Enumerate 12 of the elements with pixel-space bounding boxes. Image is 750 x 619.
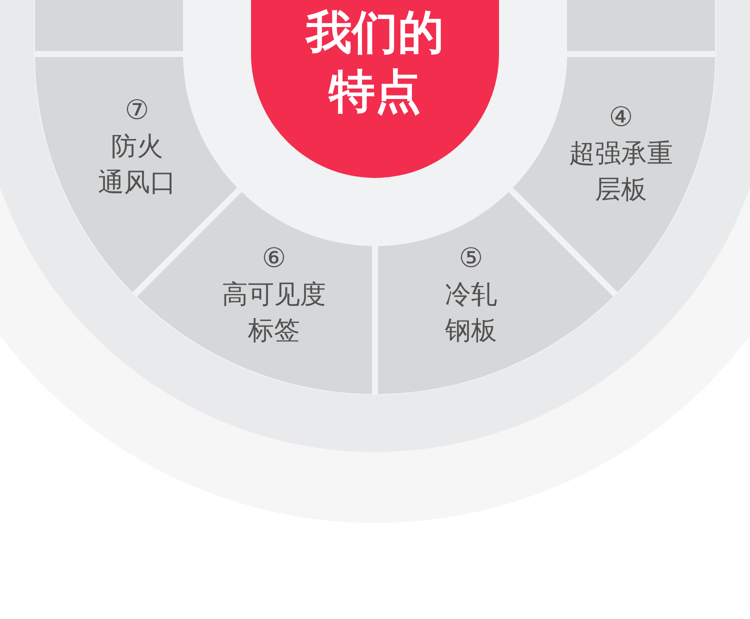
feature-label: 超强承重层板 xyxy=(568,138,673,207)
center-title: 我们的特点 xyxy=(306,4,444,120)
circled-number: ⑦ xyxy=(124,94,150,128)
circled-number: ④ xyxy=(608,101,634,135)
ring-segment xyxy=(35,0,183,51)
feature-label: 防火通风口 xyxy=(98,131,176,200)
circled-number: ⑤ xyxy=(458,242,484,276)
feature-label: 冷轧钢板 xyxy=(445,278,497,348)
feature-label: 高可见度标签 xyxy=(222,278,326,348)
circled-number: ⑥ xyxy=(262,242,286,276)
ring-segment xyxy=(567,0,715,51)
ring-segment xyxy=(512,57,715,292)
